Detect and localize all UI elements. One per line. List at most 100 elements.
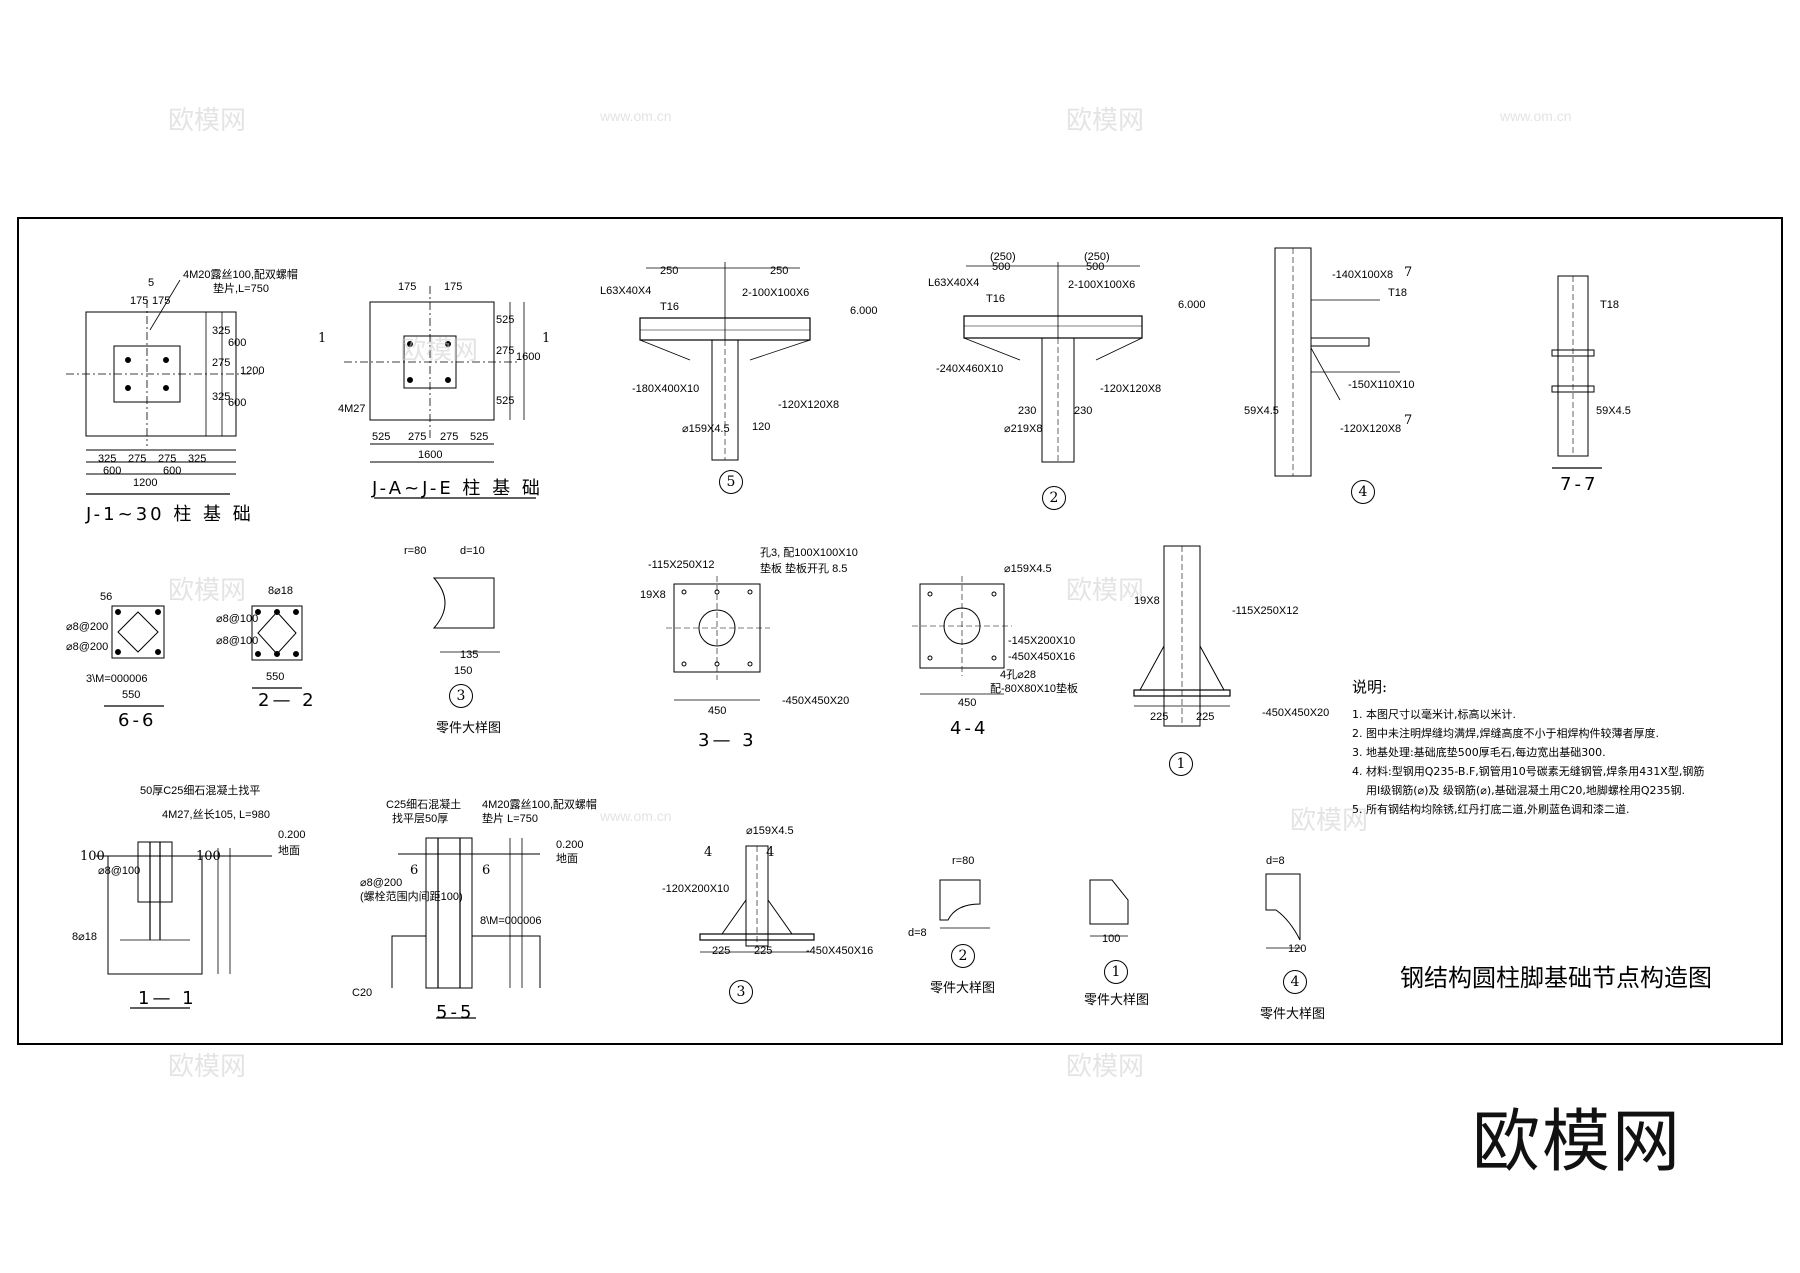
dim-label: 325 [188,453,207,465]
dim-label: 275 [128,453,147,465]
dim-label: 450 [958,697,977,709]
dim-label: 1600 [516,351,541,363]
dim-label: 1600 [418,449,443,461]
part-label: 19X8 [640,589,666,601]
circle-mark [255,651,261,657]
dim-label: 135 [460,649,479,661]
outline-path [391,935,541,988]
watermark-url: www.om.cn [600,108,672,124]
part-label: 垫片 L=750 [482,813,538,825]
view-caption: 零件大样图 [1084,993,1150,1008]
part-label: -450X450X20 [782,695,850,707]
detail-marker: 1 [1104,960,1128,984]
circle-mark [155,609,161,615]
dim-label: 175 [444,281,463,293]
part-label: -450X450X16 [806,945,874,957]
dim-label: 1200 [133,477,158,489]
part-label: -450X450X16 [1008,651,1076,663]
circle-mark [293,609,299,615]
part-label: -115X250X12 [1232,605,1299,617]
concrete-label: C20 [352,987,373,999]
dim-label: d=8 [1266,855,1285,867]
part-label: -150X110X10 [1348,379,1415,391]
watermark-logo: 欧模网 [400,336,479,366]
elevation-label: 0.200 [556,839,584,851]
outline-rect [963,315,1143,339]
circle-mark [274,609,280,615]
note-item: 2. 图中未注明焊缝均满焊,焊缝高度不小于相焊构件较薄者厚度. [1352,727,1659,740]
section-mark: 1 [542,331,551,346]
outline-path [721,899,793,935]
dim-label: 225 [754,945,773,957]
circle-mark [407,377,413,383]
dim-label: 600 [103,465,122,477]
dim-label: 325 [98,453,117,465]
dim-label: 56 [100,591,113,603]
part-label: T16 [986,293,1005,305]
dim-label: 325 [212,391,231,403]
part-label: T18 [1600,299,1619,311]
outline-rect [1133,689,1231,697]
part-label: 4M27,丝长105, L=980 [162,809,270,821]
part-label: ⌀219X8 [1004,423,1043,435]
outline-rect [1310,337,1370,347]
circle-mark [681,589,687,595]
part-label: 找平层50厚 [392,813,449,825]
elevation-label: 0.200 [278,829,306,841]
circle-mark [115,649,121,655]
dim-label: 275 [408,431,427,443]
circle-mark [681,661,687,667]
part-label: C25细石混凝土 [386,799,462,811]
view-caption: 零件大样图 [1260,1007,1326,1022]
part-label: 59X4.5 [1244,405,1279,417]
part-label: 50厚C25细石混凝土找平 [140,785,261,797]
view-caption: 3— 3 [698,730,757,751]
outline-rect [17,217,1783,1045]
drawing-title: 钢结构圆柱脚基础节点构造图 [1400,964,1712,992]
outline-rect [425,837,473,989]
dim-label: 325 [212,325,231,337]
rebar-label: 8⌀18 [72,931,97,943]
circle-mark [155,649,161,655]
dim-label: 525 [496,314,515,326]
outline-rect [1551,349,1595,357]
view-caption: 7-7 [1560,474,1599,495]
section-mark: 4 [766,845,775,860]
dim-label: 500 [992,261,1011,273]
dim-label: 525 [372,431,391,443]
rebar-label: ⌀8@100 [216,635,259,647]
watermark-logo: 欧模网 [1066,576,1145,606]
part-label: ⌀159X4.5 [682,423,730,435]
circle-mark [407,341,413,347]
dim-label: 225 [1196,711,1215,723]
circle-mark [747,661,753,667]
dim-label: 250 [770,265,789,277]
notes-heading: 说明: [1352,678,1388,696]
dim-label: (250) [990,251,1016,263]
part-label: L63X40X4 [600,285,652,297]
circle-mark [125,357,131,363]
dim-label: 1200 [240,365,265,377]
section-mark: 1 [318,331,327,346]
circle-mark [115,609,121,615]
dim-label: 525 [470,431,489,443]
detail-marker: 4 [1283,970,1307,994]
pad-note: 垫片,L=750 [213,283,269,295]
line-art [749,339,811,361]
dim-label: 5 [148,277,155,289]
circle-mark [927,591,933,597]
view-caption: 6-6 [118,710,157,731]
outline-rect [699,933,815,941]
dim-label: 275 [212,357,231,369]
view-caption: 零件大样图 [930,981,996,996]
rebar-label: ⌀8@100 [216,613,259,625]
section-mark: 4 [704,845,713,860]
outline-path [1265,873,1301,941]
dim-label: 600 [228,397,247,409]
watermark-url: www.om.cn [600,808,672,824]
outline-path [117,611,159,653]
part-label: 配-80X80X10垫板 [990,683,1079,695]
section-mark: 7 [1404,413,1413,428]
part-label: -120X120X8 [778,399,840,411]
dim-label: 120 [1288,943,1307,955]
